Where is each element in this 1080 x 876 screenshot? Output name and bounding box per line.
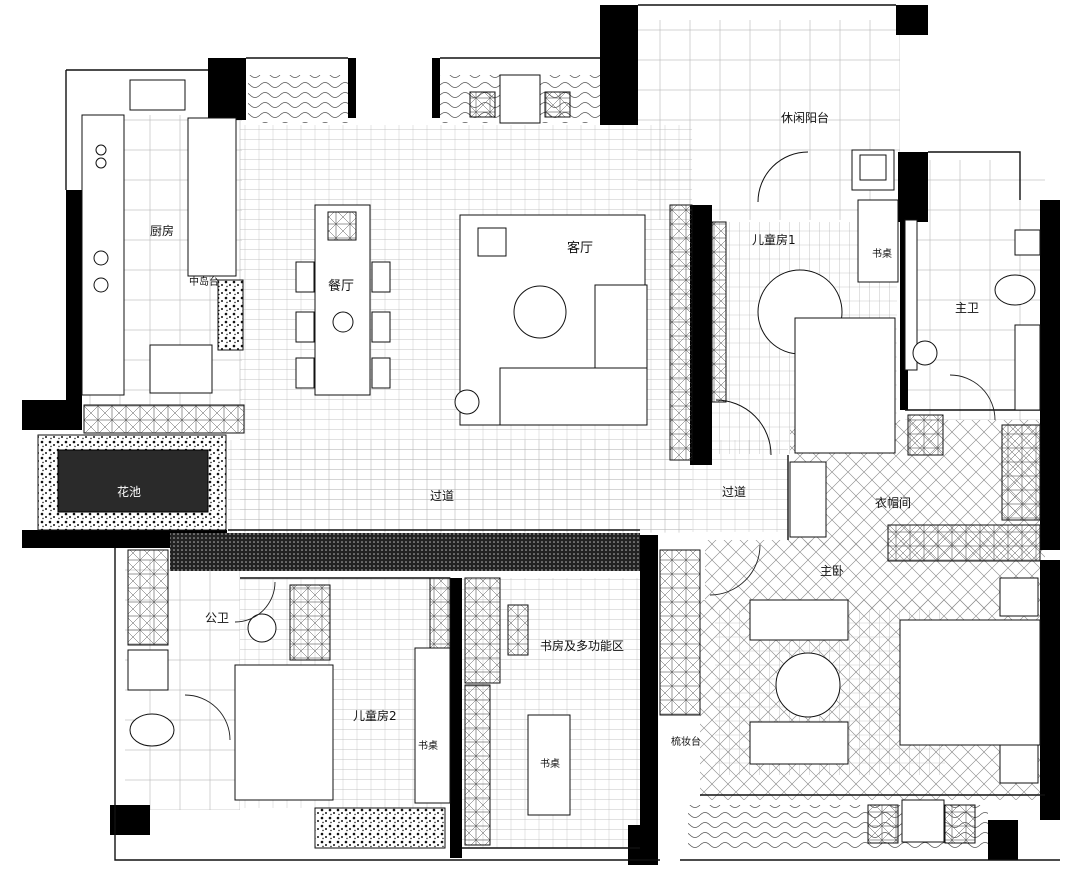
label-planter: 花池	[117, 485, 142, 499]
public-bath-fixtures	[127, 549, 331, 747]
dining-set	[295, 204, 391, 396]
living-furniture	[454, 74, 648, 426]
master-bedroom-furniture	[659, 549, 1041, 844]
label-kitchen: 厨房	[150, 224, 175, 238]
kids-room-2-furniture	[234, 577, 451, 849]
label-public-bath: 公卫	[205, 611, 230, 625]
label-corridor-right: 过道	[722, 485, 747, 499]
closet-fixtures	[789, 424, 1041, 562]
label-island: 中岛台	[189, 277, 219, 288]
kitchen-fixtures	[81, 79, 245, 434]
label-master-bath: 主卫	[955, 301, 980, 315]
label-vanity: 梳妆台	[671, 737, 701, 748]
label-balcony: 休闲阳台	[781, 111, 830, 125]
label-study: 书房及多功能区	[540, 639, 625, 653]
kids-room-1-furniture	[711, 199, 899, 456]
label-corridor-left: 过道	[430, 489, 455, 503]
gravel-band	[170, 533, 640, 571]
master-bath-fixtures	[904, 219, 1041, 456]
walls	[22, 5, 1060, 865]
label-desk-2: 书桌	[418, 741, 438, 752]
label-kids-room-2: 儿童房2	[353, 709, 397, 723]
label-desk-3: 书桌	[540, 759, 560, 770]
label-master-bedroom: 主卧	[820, 564, 845, 578]
door-swings	[184, 374, 996, 741]
planter	[37, 434, 227, 531]
label-closet: 衣帽间	[875, 496, 912, 510]
study-furniture	[464, 577, 571, 846]
balcony-fixtures	[757, 149, 895, 203]
label-dining: 餐厅	[328, 279, 355, 294]
label-desk-1: 书桌	[872, 249, 892, 260]
label-living: 客厅	[567, 241, 594, 256]
label-kids-room-1: 儿童房1	[752, 233, 796, 247]
living-cabinet	[669, 204, 693, 461]
